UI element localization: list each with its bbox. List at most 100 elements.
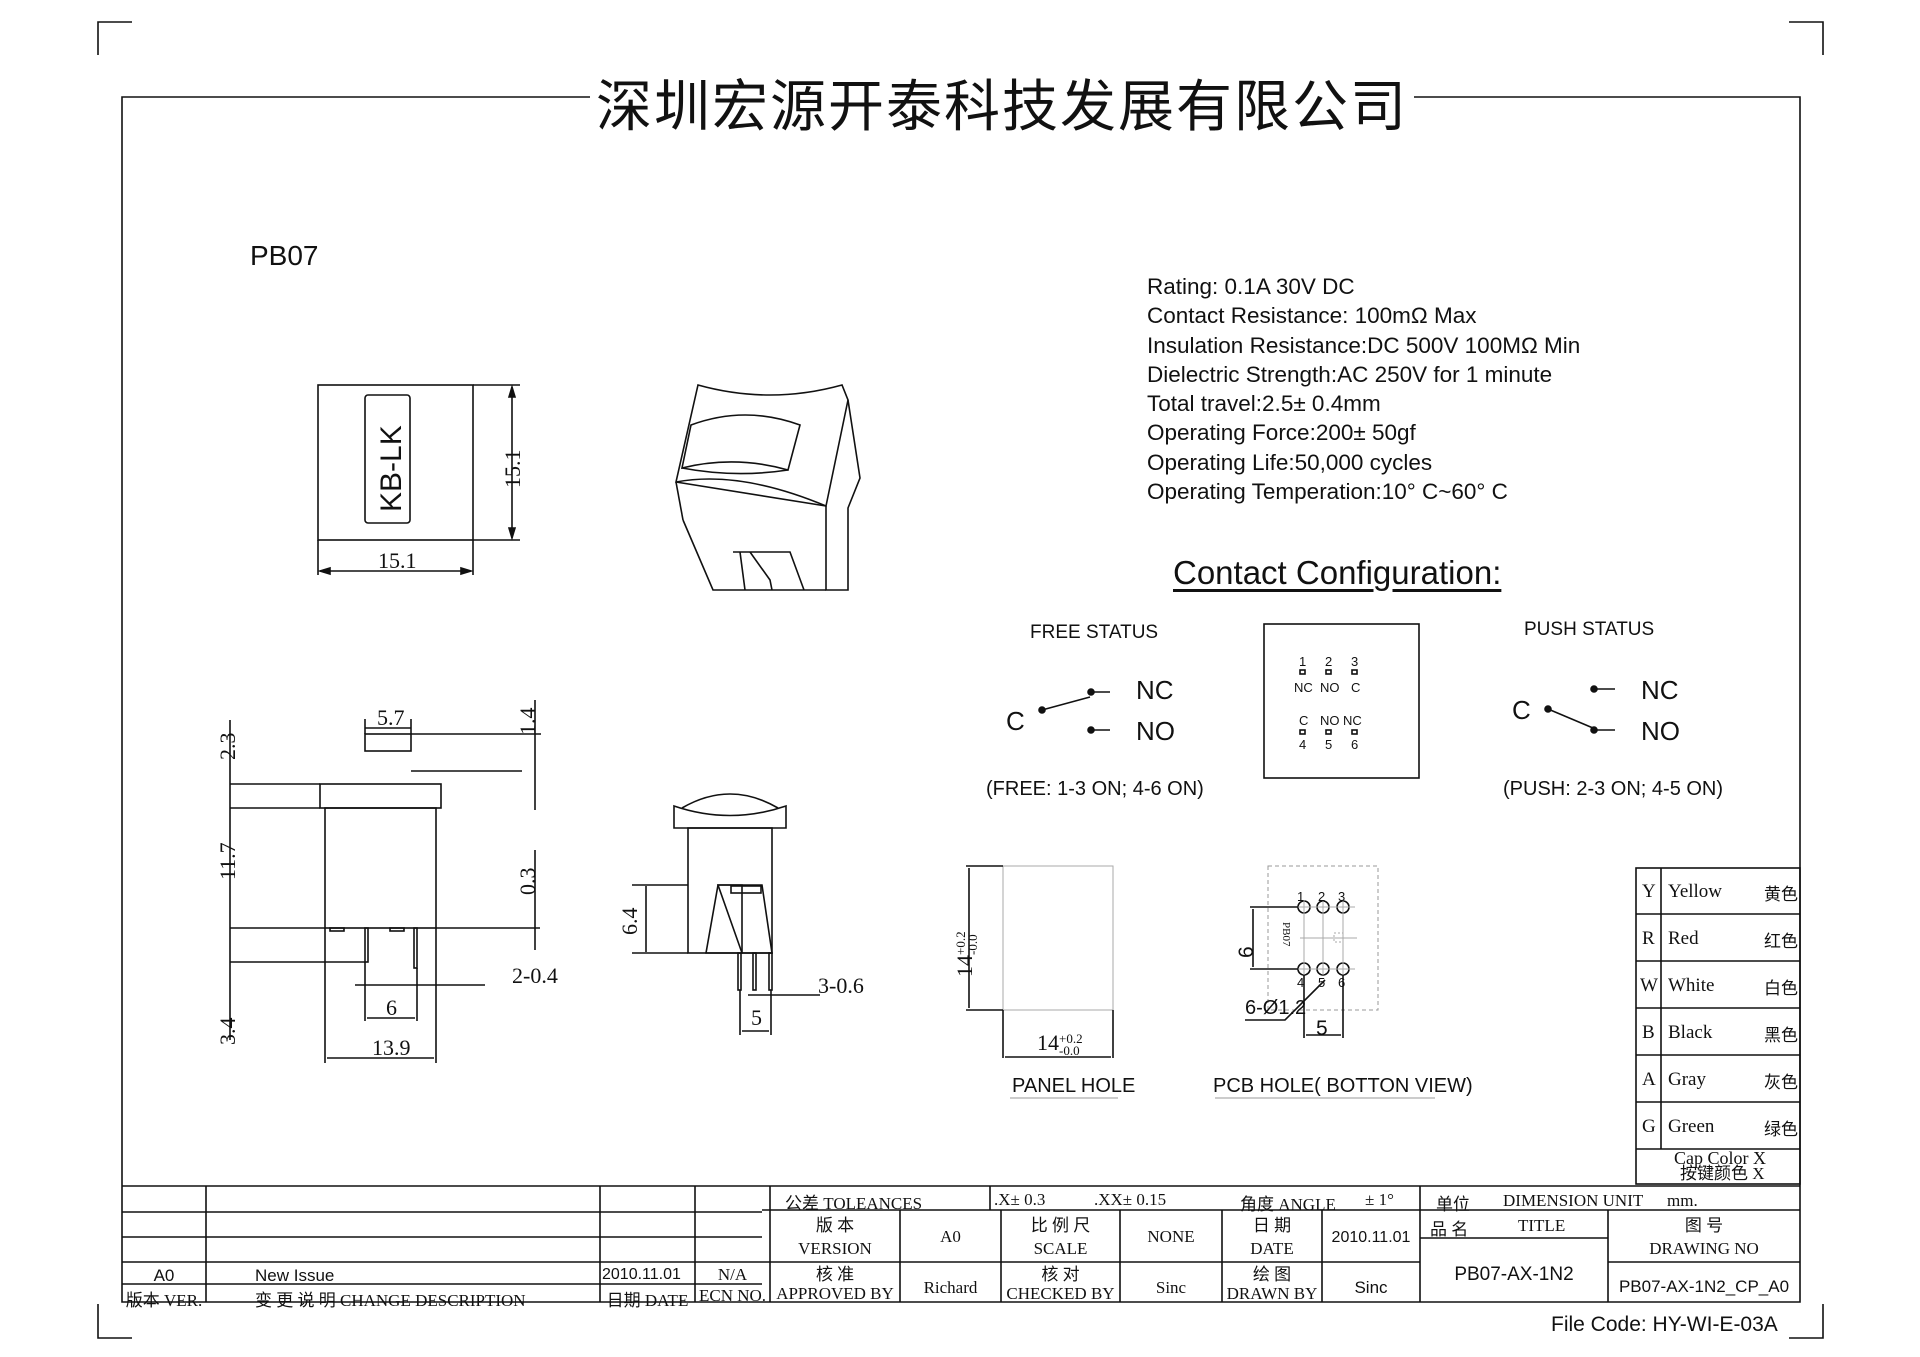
push-nc-label: NC xyxy=(1641,675,1679,705)
color-row-gray: A Gray 灰色 xyxy=(1636,1056,1800,1103)
checked-en: CHECKED BY xyxy=(1006,1284,1115,1303)
push-status-title: PUSH STATUS xyxy=(1524,619,1655,640)
drawn-en: DRAWN BY xyxy=(1226,1284,1318,1303)
approved-cell: 核 准 APPROVED BY xyxy=(770,1265,900,1303)
color-row-yellow: Y Yellow 黄色 xyxy=(1636,868,1800,915)
pcb-pin-3: 3 xyxy=(1338,889,1346,904)
color-name-cn: 黄色 xyxy=(1764,885,1798,904)
pin-label-5: NO xyxy=(1320,713,1340,728)
file-code: File Code: HY-WI-E-03A xyxy=(1551,1313,1778,1336)
push-status-note: (PUSH: 2-3 ON; 4-5 ON) xyxy=(1503,778,1724,800)
corner-mark-bottom-right xyxy=(1789,1304,1824,1339)
tolerance-xx: .XX± 0.15 xyxy=(1094,1190,1167,1209)
checked-value: Sinc xyxy=(1155,1278,1187,1297)
free-status-note: (FREE: 1-3 ON; 4-6 ON) xyxy=(986,778,1204,800)
dim-front-pin-pitch: 5 xyxy=(751,1005,762,1030)
pin-label-1: NC xyxy=(1294,680,1313,695)
pcb-pin-1: 1 xyxy=(1297,889,1305,904)
sheet-border xyxy=(121,96,1801,1303)
top-view-width-dim: 15.1 xyxy=(378,548,417,573)
color-code: G xyxy=(1642,1116,1656,1137)
top-view-height-dim: 15.1 xyxy=(500,449,525,489)
corner-mark-top-left xyxy=(97,21,132,55)
color-name-cn: 灰色 xyxy=(1764,1073,1798,1092)
checked-cn: 核 对 xyxy=(1041,1265,1080,1284)
color-name-cn: 红色 xyxy=(1764,932,1798,951)
panel-hole-width-tol-plus: +0.2 xyxy=(1059,1030,1083,1046)
title-en: TITLE xyxy=(1518,1216,1566,1235)
pcb-hole-spec: 6-Ø1.2 xyxy=(1245,997,1307,1019)
pcb-col-spacing-dim: 5 xyxy=(1316,1017,1328,1040)
dim-body-width: 13.9 xyxy=(372,1035,411,1060)
tolerance-x: .X± 0.3 xyxy=(994,1190,1046,1209)
free-status-title: FREE STATUS xyxy=(1030,622,1159,643)
color-table: Y Yellow 黄色 R Red 红色 W White 白色 B Black … xyxy=(1636,868,1800,1185)
panel-hole-height-dim: 14+0.2-0.0 xyxy=(952,931,980,977)
rev-header-desc: 变 更 说 明 CHANGE DESCRIPTION xyxy=(255,1291,526,1310)
corner-mark-bottom-left xyxy=(97,1304,132,1339)
pcb-row-spacing-dim: 6 xyxy=(1235,946,1258,958)
spec-operating-life: Operating Life:50,000 cycles xyxy=(1147,449,1433,475)
color-name-cn: 白色 xyxy=(1764,979,1798,998)
spec-operating-temperature: Operating Temperation:10° C~60° C xyxy=(1147,479,1508,505)
pcb-pin-4: 4 xyxy=(1297,975,1305,990)
drawing-no-en: DRAWING NO xyxy=(1649,1239,1759,1258)
color-name: White xyxy=(1668,975,1715,996)
specifications-list: Rating: 0.1A 30V DC Contact Resistance: … xyxy=(1147,272,1580,506)
dim-front-pin-width: 3-0.6 xyxy=(818,973,864,998)
color-name: Gray xyxy=(1668,1069,1706,1090)
angle-label: 角度 ANGLE xyxy=(1240,1195,1336,1214)
drawn-cell: 绘 图 DRAWN BY xyxy=(1222,1265,1322,1303)
pcb-pin-5: 5 xyxy=(1318,975,1326,990)
side-view xyxy=(229,700,541,1063)
pcb-hole-title: PCB HOLE( BOTTON VIEW) xyxy=(1213,1075,1473,1097)
color-code: A xyxy=(1642,1069,1656,1090)
free-status-schematic xyxy=(1038,688,1110,734)
checked-cell: 核 对 CHECKED BY xyxy=(1001,1265,1120,1303)
date-value: 2010.11.01 xyxy=(1331,1229,1411,1246)
free-no-label: NO xyxy=(1136,716,1175,746)
date-en: DATE xyxy=(1250,1239,1294,1258)
cap-color-cn: 按键颜色 X xyxy=(1680,1164,1765,1183)
panel-hole-title: PANEL HOLE xyxy=(1012,1075,1136,1097)
tolerances-label: 公差 TOLEANCES xyxy=(785,1194,923,1213)
panel-hole-width-dim: 14+0.2-0.0 xyxy=(1037,1030,1083,1057)
rev-header-ecn: ECN NO. xyxy=(698,1286,767,1305)
color-name-cn: 黑色 xyxy=(1764,1026,1798,1045)
pcb-hole-drawing xyxy=(1215,865,1435,1099)
title-value: PB07-AX-1N2 xyxy=(1454,1264,1574,1285)
version-cn: 版 本 xyxy=(815,1216,855,1235)
color-name: Black xyxy=(1668,1022,1713,1043)
dim-gap: 0.3 xyxy=(515,867,540,896)
dim-front-height: 6.4 xyxy=(617,907,642,936)
color-name: Red xyxy=(1668,928,1699,949)
pin-number-5: 5 xyxy=(1325,737,1333,752)
panel-hole-width-value: 14 xyxy=(1037,1030,1059,1055)
dim-plunger-width: 5.7 xyxy=(377,705,405,730)
spec-insulation-resistance: Insulation Resistance:DC 500V 100MΩ Min xyxy=(1147,332,1581,358)
color-code: B xyxy=(1642,1022,1655,1043)
pin-label-6: NC xyxy=(1343,713,1362,728)
color-name: Yellow xyxy=(1668,881,1723,902)
pcb-pin-2: 2 xyxy=(1318,889,1326,904)
free-common-label: C xyxy=(1006,706,1025,736)
spec-contact-resistance: Contact Resistance: 100mΩ Max xyxy=(1147,303,1477,329)
spec-total-travel: Total travel:2.5± 0.4mm xyxy=(1147,391,1381,417)
free-nc-label: NC xyxy=(1136,675,1174,705)
rev-date: 2010.11.01 xyxy=(602,1266,681,1283)
color-name: Green xyxy=(1668,1116,1715,1137)
drawn-value: Sinc xyxy=(1354,1278,1388,1297)
version-value: A0 xyxy=(940,1227,961,1246)
color-row-black: B Black 黑色 xyxy=(1636,1009,1800,1056)
pin-number-3: 3 xyxy=(1351,654,1359,669)
pin-number-2: 2 xyxy=(1325,654,1333,669)
drawing-no-value: PB07-AX-1N2_CP_A0 xyxy=(1618,1277,1790,1296)
scale-en: SCALE xyxy=(1033,1239,1088,1258)
date-cell: 日 期 DATE xyxy=(1222,1214,1322,1260)
spec-dielectric-strength: Dielectric Strength:AC 250V for 1 minute xyxy=(1147,361,1553,387)
approved-value: Richard xyxy=(923,1278,978,1297)
panel-hole-height-value: 14 xyxy=(952,955,977,977)
title-block-grid xyxy=(122,1185,1800,1302)
dim-body-height: 11.7 xyxy=(215,842,240,880)
